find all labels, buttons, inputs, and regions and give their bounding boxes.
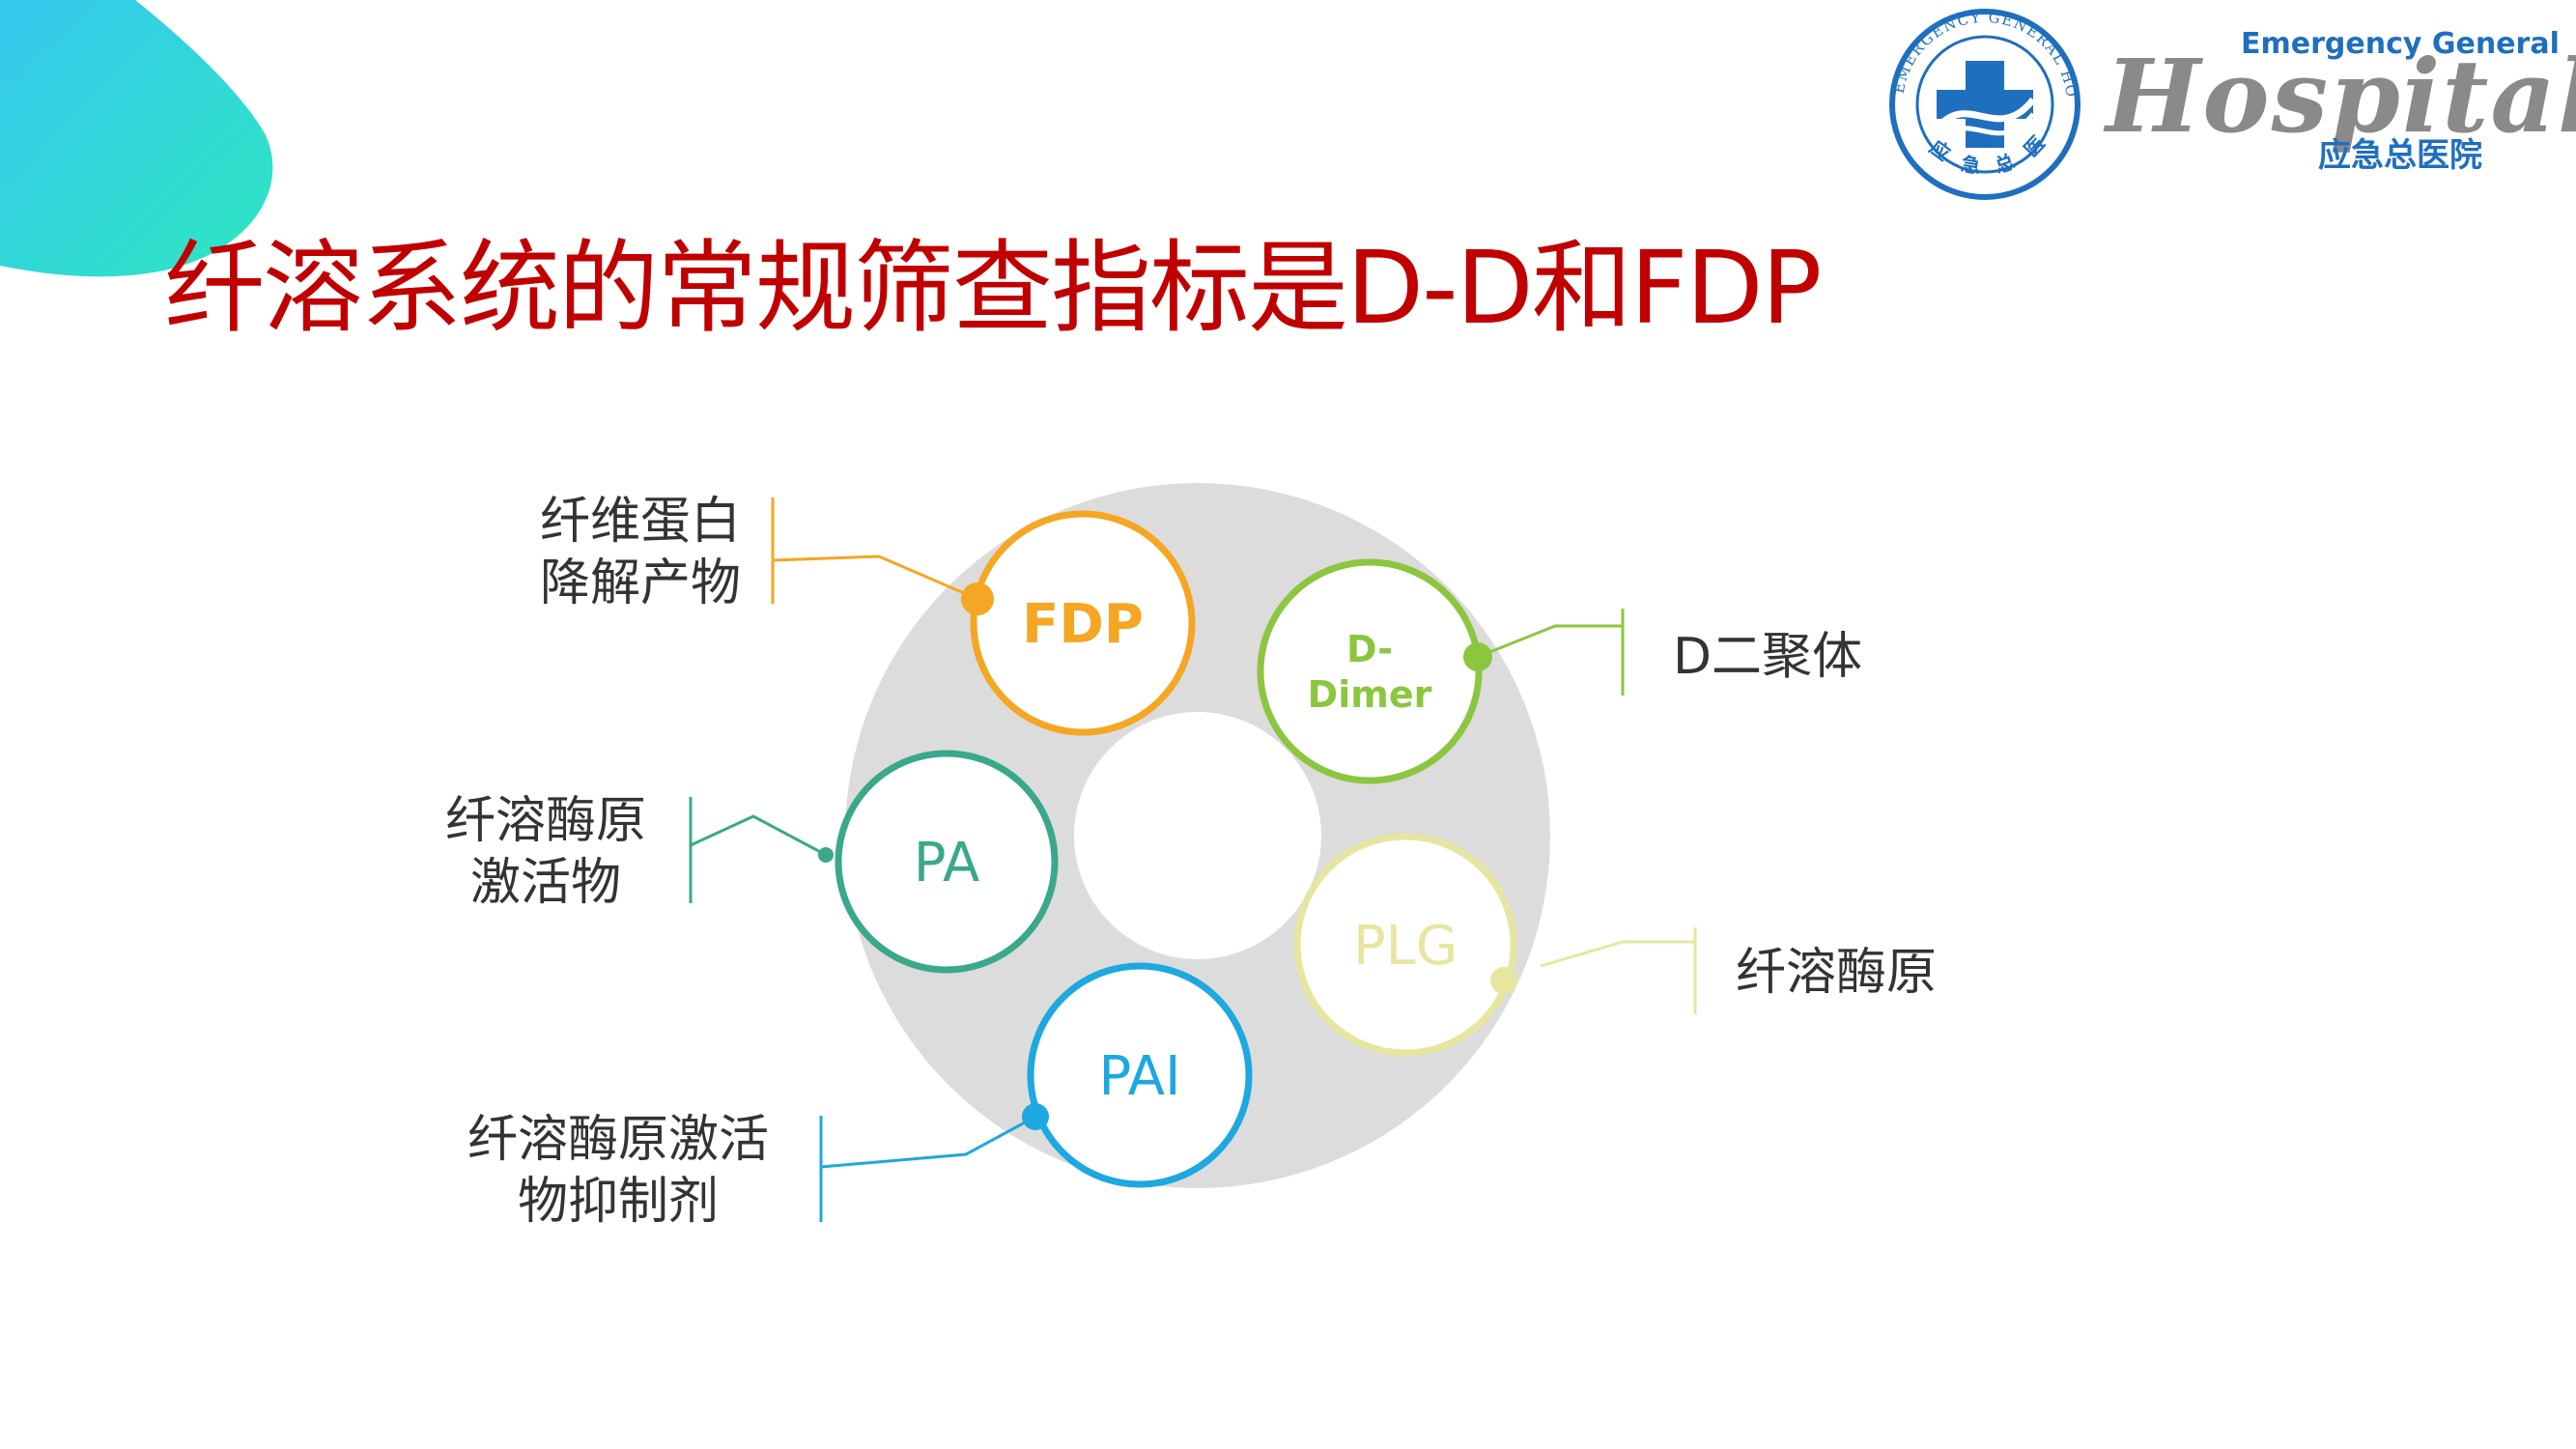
node-pai-dot [1022,1103,1049,1130]
logo-script-text: Hospital [2106,37,2576,156]
node-pa-dot [818,847,834,863]
connector-pai [820,1115,1036,1169]
node-fdp-dot [961,582,994,615]
hospital-logo: EMERGENCY GENERAL HOSPITAL 应 急 总 医 院 Hos… [1874,8,2576,201]
connector-pa [690,814,827,857]
node-ddimer-dot [1463,642,1492,671]
connector-plg [1540,940,1695,968]
node-pa-label: PA [914,832,980,895]
description-ddimer-line1: D二聚体 [1673,628,1863,686]
ring-center-hole [1074,712,1321,959]
description-pa-line2: 激活物 [469,854,621,912]
slide-title: 纤溶系统的常规筛查指标是D-D和FDP [164,229,1822,347]
description-fdp-line1: 纤维蛋白 [539,493,741,551]
node-pai: PAI [1022,962,1253,1188]
connector-fdp [772,554,978,601]
connector-ddimer [1477,624,1623,659]
node-plg-label: PLG [1353,915,1458,978]
description-plg-line1: 纤溶酶原 [1736,944,1938,1002]
node-plg: PLG [1293,833,1517,1057]
description-pa: 纤溶酶原 激活物 [439,790,652,914]
description-plg: 纤溶酶原 [1736,942,1937,1004]
node-ddimer-label-line2: Dimer [1308,673,1432,716]
logo-chinese-name: 应急总医院 [2318,136,2482,175]
node-fdp-label: FDP [1022,593,1144,656]
node-pa: PA [818,750,1059,974]
description-ddimer: D二聚体 [1673,626,1862,688]
description-pai-line2: 物抑制剂 [517,1173,719,1231]
description-pai-line1: 纤溶酶原激活 [467,1111,769,1169]
node-pai-label: PAI [1098,1045,1180,1108]
description-fdp-line2: 降解产物 [539,554,741,612]
logo-english-name: Emergency General [2241,27,2560,61]
corner-decoration [0,0,273,277]
node-ddimer: D- Dimer [1257,558,1492,784]
description-pai: 纤溶酶原激活 物抑制剂 [454,1109,782,1233]
node-plg-dot [1490,967,1517,994]
hospital-emblem-icon: EMERGENCY GENERAL HOSPITAL 应 急 总 医 院 [1874,8,2081,200]
node-fdp: FDP [961,510,1196,736]
node-ddimer-label-line1: D- [1346,628,1393,670]
description-fdp: 纤维蛋白 降解产物 [540,491,741,614]
description-pa-line1: 纤溶酶原 [444,792,646,850]
